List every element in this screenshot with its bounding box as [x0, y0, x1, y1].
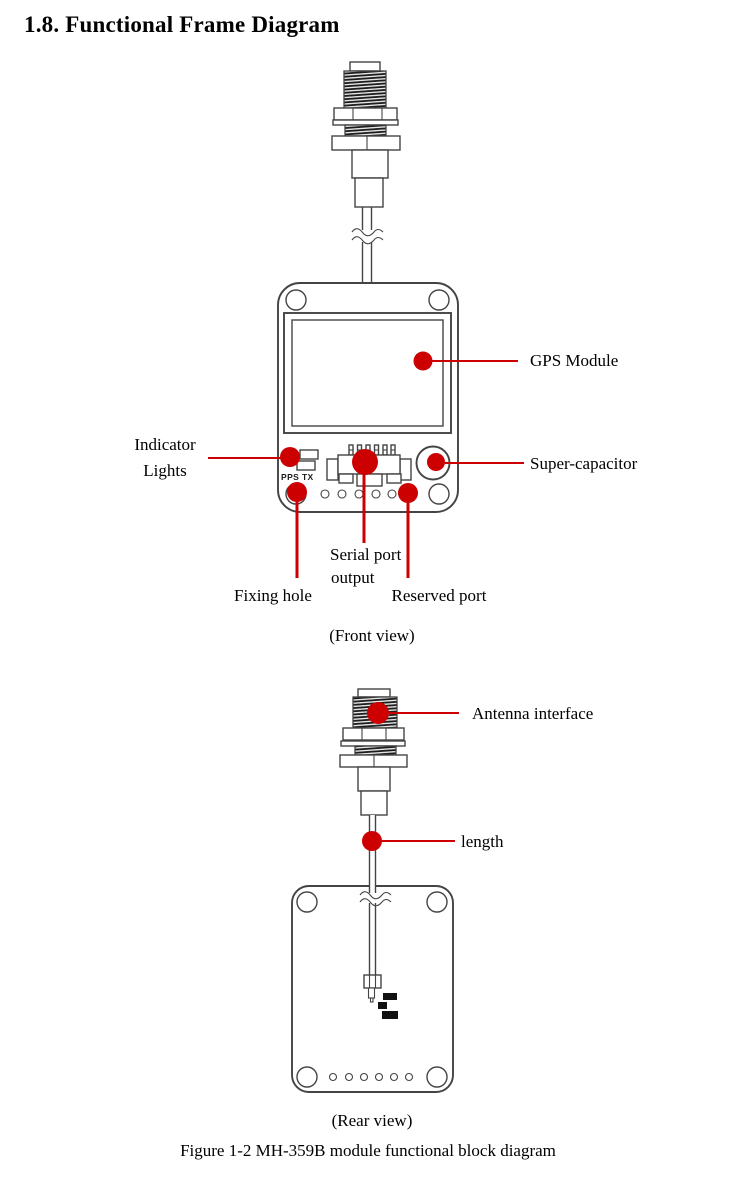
breakout-hole [337, 489, 347, 499]
connector-cap [357, 688, 391, 698]
mounting-hole [296, 891, 318, 913]
gps-module-shield-outer [283, 312, 452, 434]
mounting-hole [296, 1066, 318, 1088]
connector-shaft-lower [354, 177, 384, 208]
label-gps-module: GPS Module [530, 351, 618, 370]
solder-pad [383, 993, 397, 1000]
connector-shaft-upper [351, 149, 389, 179]
breakout-hole [320, 489, 330, 499]
label-super-capacitor: Super-capacitor [530, 454, 638, 473]
callout-dot-reserved-port [398, 483, 418, 503]
silkscreen-pps-tx: PPS TX [281, 472, 314, 482]
breakout-hole [359, 1072, 369, 1082]
cable-break-mark [359, 891, 392, 900]
rear-view-caption: (Rear view) [332, 1111, 413, 1130]
breakout-hole [328, 1072, 338, 1082]
connector-washer [332, 119, 399, 126]
label-indicator-lights-line2: Lights [143, 461, 186, 480]
breakout-hole [389, 1072, 399, 1082]
connector-thread-lower [344, 124, 387, 137]
connector-side-tab [326, 458, 339, 481]
rear-callouts: Antenna interface length (Rear view) [332, 702, 593, 1130]
label-serial-port-line1: Serial port [330, 545, 402, 564]
connector-bottom-tab [338, 473, 354, 484]
mounting-hole [428, 289, 450, 311]
connector-cap [349, 61, 381, 72]
solder-pad [382, 1011, 398, 1019]
callout-dot-super-capacitor [427, 453, 445, 471]
rear-antenna-cable [359, 815, 392, 1003]
label-antenna-interface: Antenna interface [472, 704, 593, 723]
cable-end-connector [363, 974, 382, 989]
led-pps [299, 449, 319, 460]
breakout-hole [344, 1072, 354, 1082]
figure-caption: Figure 1-2 MH-359B module functional blo… [180, 1141, 556, 1160]
solder-pad [378, 1002, 387, 1009]
front-view-caption: (Front view) [329, 626, 414, 645]
breakout-hole [404, 1072, 414, 1082]
connector-bottom-tab [356, 473, 383, 487]
connector-shaft-lower [360, 790, 388, 816]
mounting-hole [426, 1066, 448, 1088]
cable-break-mark [351, 228, 384, 237]
connector-hex-nut [333, 107, 398, 121]
breakout-hole [371, 489, 381, 499]
front-sma-connector [331, 61, 401, 208]
label-indicator-lights-line1: Indicator [134, 435, 196, 454]
callout-dot-antenna-interface [367, 702, 389, 724]
mounting-hole [428, 483, 450, 505]
connector-shaft-upper [357, 766, 391, 792]
front-antenna-cable [351, 207, 384, 284]
cable-break-mark [351, 236, 384, 245]
connector-base [331, 135, 401, 151]
breakout-hole [387, 489, 397, 499]
cable-end-pin [367, 987, 376, 999]
label-reserved-port: Reserved port [392, 586, 487, 605]
label-serial-port-line2: output [331, 568, 375, 587]
led-tx [296, 460, 316, 471]
connector-bottom-tab [386, 473, 402, 484]
callout-dot-indicator-lights [280, 447, 300, 467]
mounting-hole [285, 289, 307, 311]
connector-thread [343, 70, 387, 109]
callout-dot-fixing-hole [287, 482, 307, 502]
front-pcb-board: PPS TX [277, 282, 459, 513]
mounting-hole [426, 891, 448, 913]
label-length: length [461, 832, 504, 851]
callout-dot-serial-port [352, 449, 378, 475]
cable-break-mark [359, 898, 392, 907]
connector-washer [340, 740, 406, 747]
callout-dot-gps-module [413, 351, 433, 371]
breakout-hole [374, 1072, 384, 1082]
front-callouts: GPS Module Indicator Lights Super-capaci… [134, 351, 637, 645]
connector-hex-nut [342, 727, 405, 741]
cable-end-pin-tip [369, 997, 374, 1003]
callout-dot-length [362, 831, 382, 851]
section-title: 1.8. Functional Frame Diagram [24, 12, 340, 37]
label-fixing-hole: Fixing hole [234, 586, 312, 605]
connector-thread-lower [354, 745, 397, 756]
gps-module-shield-inner [291, 319, 444, 427]
